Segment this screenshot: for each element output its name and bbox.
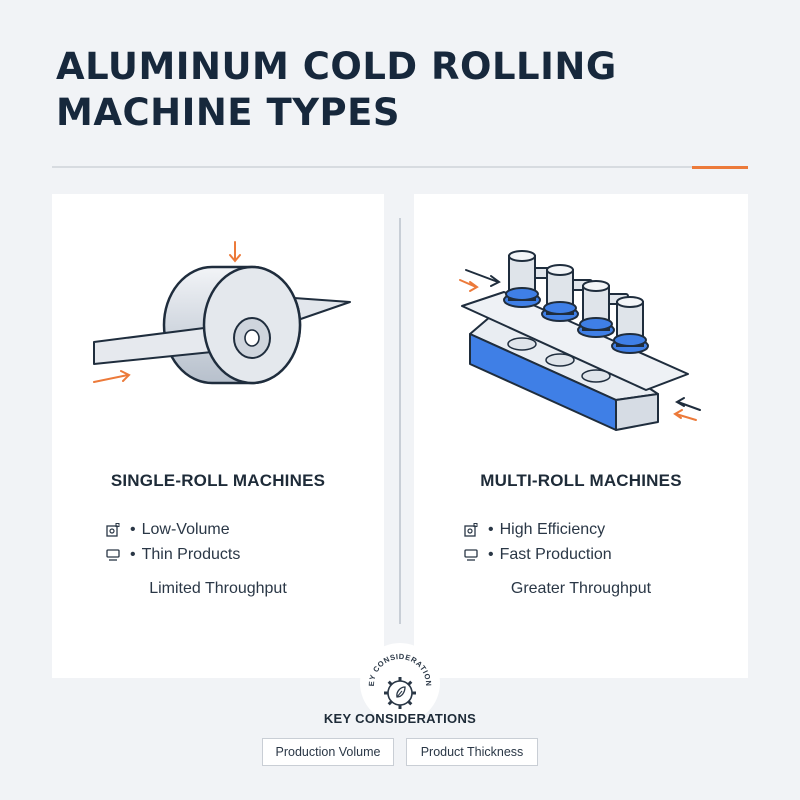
roll-column	[611, 296, 649, 354]
feature-bullet: •	[488, 521, 494, 538]
multi-roll-panel: MULTI-ROLL MACHINES • High Efficiency • …	[414, 194, 748, 678]
key-considerations-badge: KEY CONSIDERATIONS	[357, 636, 440, 723]
tag-production-volume: Production Volume	[262, 738, 394, 766]
multi-roll-title: MULTI-ROLL MACHINES	[480, 471, 682, 490]
feature-high-efficiency: • High Efficiency	[464, 519, 605, 541]
feature-label: Low-Volume	[141, 521, 230, 538]
feature-label: Fast Production	[499, 546, 612, 563]
tray-icon	[106, 549, 120, 561]
left-arrow-icon	[674, 397, 701, 411]
down-arrow-icon	[229, 241, 241, 263]
single-roll-illustration	[93, 241, 351, 385]
roll-column	[541, 264, 579, 322]
gear-box-icon	[106, 523, 120, 537]
key-considerations-title: KEY CONSIDERATIONS	[323, 711, 477, 726]
single-roll-title: SINGLE-ROLL MACHINES	[110, 471, 326, 490]
single-roll-panel: SINGLE-ROLL MACHINES • Low-Volume • Thin…	[52, 194, 384, 678]
gear-badge-icon: KEY CONSIDERATIONS	[357, 636, 433, 709]
feature-label: High Efficiency	[499, 521, 606, 538]
feature-bullet: •	[488, 546, 494, 563]
roll-column	[503, 250, 541, 308]
right-arrow-icon	[93, 370, 131, 383]
right-arrow-icon	[465, 269, 501, 287]
title-rule	[52, 166, 748, 168]
multi-roll-throughput: Greater Throughput	[510, 580, 652, 597]
roll-column	[577, 280, 615, 338]
metal-strip	[461, 291, 689, 391]
feature-thin-products: • Thin Products	[106, 544, 240, 566]
gear-box-icon	[464, 523, 478, 537]
base-side	[615, 393, 659, 431]
feature-bullet: •	[130, 521, 136, 538]
feature-fast-production: • Fast Production	[464, 544, 612, 566]
right-arrow-icon	[459, 279, 479, 292]
tray-icon	[464, 549, 478, 561]
multi-roll-illustration	[459, 250, 701, 431]
title-rule-accent	[692, 166, 748, 169]
feature-low-volume: • Low-Volume	[106, 519, 230, 541]
tag-product-thickness: Product Thickness	[406, 738, 538, 766]
single-roll-throughput: Limited Throughput	[149, 580, 287, 597]
page-title: ALUMINUM COLD ROLLING MACHINE TYPES	[56, 45, 617, 134]
svg-text:KEY CONSIDERATIONS: KEY CONSIDERATIONS	[360, 643, 433, 687]
badge-arc-text: KEY CONSIDERATIONS	[357, 636, 433, 687]
left-arrow-icon	[673, 409, 697, 421]
feature-bullet: •	[130, 546, 136, 563]
feature-label: Thin Products	[141, 546, 241, 563]
panel-divider	[399, 218, 401, 624]
